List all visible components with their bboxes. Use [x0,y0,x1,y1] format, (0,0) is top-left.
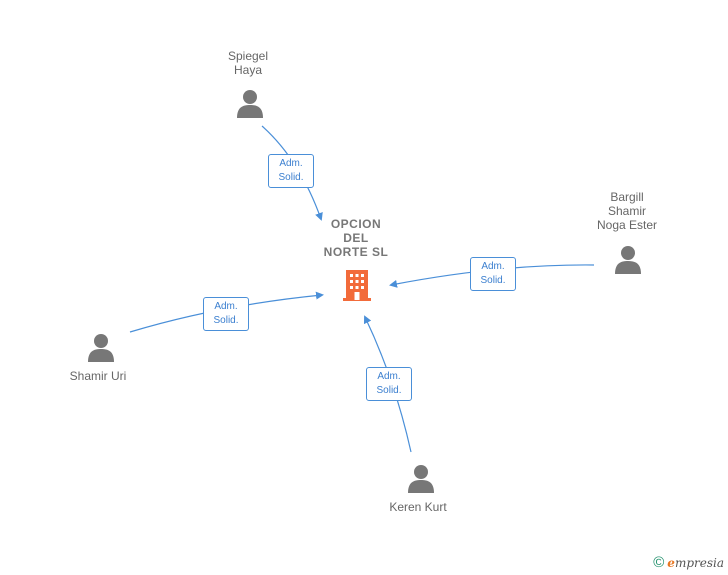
relation-label-shamir-uri[interactable]: Adm. Solid. [203,297,249,331]
brand-logo-initial: e [667,555,675,570]
brand-logo: empresia [667,556,724,570]
person-icon[interactable] [406,463,436,495]
footer-brand[interactable]: © empresia [653,554,724,571]
relation-role-line1: Adm. [377,371,401,382]
relation-label-bargill[interactable]: Adm. Solid. [470,257,516,291]
copyright-icon: © [653,554,665,571]
person-icon[interactable] [613,244,643,276]
person-icon[interactable] [86,332,116,364]
relation-role-line1: Adm. [279,158,303,169]
person-name-keren-kurt: Keren Kurt [389,500,447,514]
relation-label-spiegel[interactable]: Adm. Solid. [268,154,314,188]
relation-label-keren-kurt[interactable]: Adm. Solid. [366,367,412,401]
relation-role-line1: Adm. [481,261,505,272]
brand-logo-rest: mpresia [674,555,724,570]
relation-role-line2: Solid. [213,315,239,326]
person-name-spiegel: Spiegel Haya [227,49,269,77]
building-icon[interactable] [342,268,372,302]
person-name-bargill: Bargill Shamir Noga Ester [596,190,658,232]
person-icon[interactable] [235,88,265,120]
relation-role-line2: Solid. [376,385,402,396]
company-name: OPCION DEL NORTE SL [323,217,389,259]
relation-role-line2: Solid. [278,172,304,183]
person-name-shamir-uri: Shamir Uri [69,369,127,383]
relation-role-line1: Adm. [214,301,238,312]
relation-role-line2: Solid. [480,275,506,286]
